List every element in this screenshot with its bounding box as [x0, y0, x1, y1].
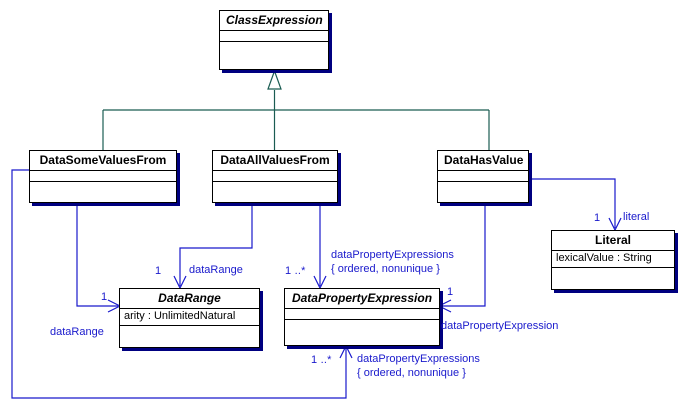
class-name-data-has-value: DataHasValue — [438, 151, 528, 171]
assoc-some-datarange-line — [76, 203, 118, 307]
class-operations-data-property-expression — [285, 320, 439, 342]
generalization-arrowhead-icon — [267, 69, 282, 90]
class-name-literal: Literal — [552, 231, 674, 251]
class-box-data-property-expression[interactable]: DataPropertyExpression — [284, 288, 440, 346]
class-attributes-literal: lexicalValue : String — [552, 251, 674, 268]
constraint-some-dpe: { ordered, nonunique } — [357, 367, 466, 379]
multiplicity-all-datarange: 1 — [155, 265, 162, 277]
class-attributes-data-property-expression — [285, 309, 439, 320]
class-box-data-some-values-from[interactable]: DataSomeValuesFrom — [29, 150, 177, 203]
constraint-all-dpe: { ordered, nonunique } — [331, 263, 440, 275]
assoc-hasvalue-dpe-line — [441, 203, 486, 307]
class-attributes-data-all-values-from — [213, 171, 337, 182]
class-operations-literal — [552, 268, 674, 290]
class-operations-data-some-values-from — [30, 182, 176, 204]
class-box-data-range[interactable]: DataRange arity : UnlimitedNatural — [119, 288, 260, 348]
class-name-data-all-values-from: DataAllValuesFrom — [213, 151, 337, 171]
class-box-data-all-values-from[interactable]: DataAllValuesFrom — [212, 150, 338, 203]
role-hasvalue-literal: literal — [623, 211, 650, 223]
role-all-dpe: dataPropertyExpressions — [331, 249, 454, 261]
class-attributes-data-range: arity : UnlimitedNatural — [120, 309, 259, 326]
role-some-dpe: dataPropertyExpressions — [357, 353, 480, 365]
class-operations-class-expression — [220, 42, 328, 64]
role-hasvalue-dpe: dataPropertyExpression — [441, 320, 559, 332]
class-box-literal[interactable]: Literal lexicalValue : String — [551, 230, 675, 290]
class-name-class-expression: ClassExpression — [220, 11, 328, 31]
multiplicity-some-datarange: 1 — [101, 291, 108, 303]
class-attribute-lexical-value: lexicalValue : String — [556, 252, 652, 264]
class-name-data-property-expression: DataPropertyExpression — [285, 289, 439, 309]
class-attributes-class-expression — [220, 31, 328, 42]
role-all-datarange: dataRange — [189, 264, 243, 276]
assoc-hasvalue-literal-line — [529, 178, 616, 228]
multiplicity-hasvalue-dpe: 1 — [447, 286, 454, 298]
multiplicity-hasvalue-literal: 1 — [594, 212, 601, 224]
class-operations-data-has-value — [438, 182, 528, 204]
assoc-some-dpe-arrow-icon — [339, 344, 353, 359]
multiplicity-some-dpe: 1 ..* — [311, 354, 332, 366]
class-operations-data-range — [120, 326, 259, 348]
class-name-data-some-values-from: DataSomeValuesFrom — [30, 151, 176, 171]
class-attribute-arity: arity : UnlimitedNatural — [124, 310, 236, 322]
assoc-some-dpe-line — [11, 169, 347, 399]
multiplicity-all-dpe: 1 ..* — [285, 265, 306, 277]
role-some-datarange: dataRange — [50, 326, 104, 338]
class-attributes-data-some-values-from — [30, 171, 176, 182]
assoc-all-datarange-line — [179, 203, 253, 286]
class-operations-data-all-values-from — [213, 182, 337, 204]
generalization-group — [102, 69, 490, 150]
class-box-class-expression[interactable]: ClassExpression — [219, 10, 329, 70]
class-box-data-has-value[interactable]: DataHasValue — [437, 150, 529, 203]
class-attributes-data-has-value — [438, 171, 528, 182]
class-name-data-range: DataRange — [120, 289, 259, 309]
association-group — [11, 169, 622, 399]
